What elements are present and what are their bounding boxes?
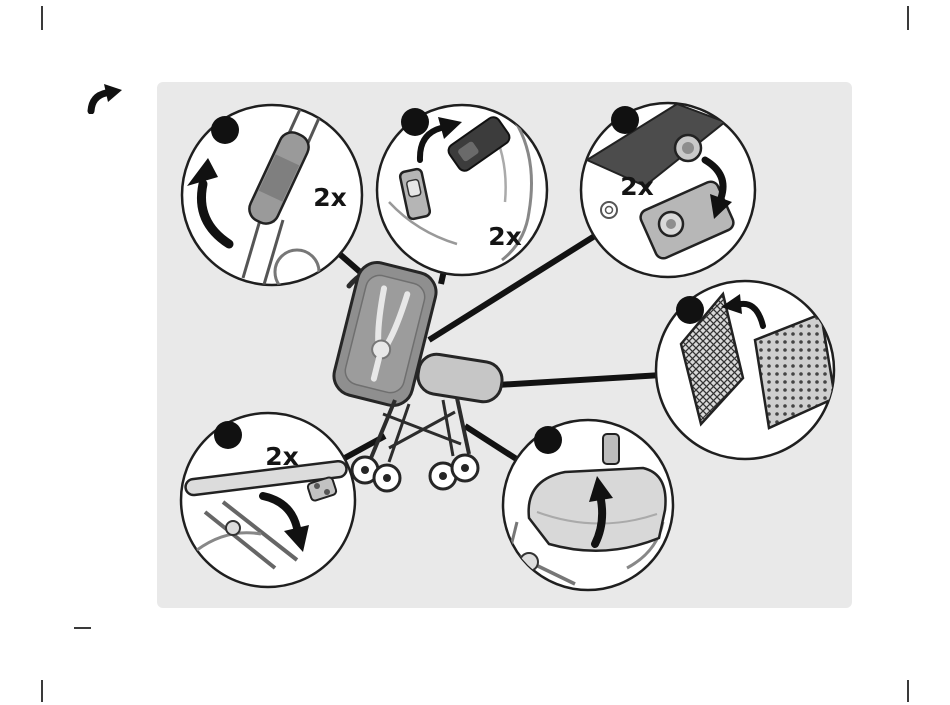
quantity-label: 2x	[265, 442, 299, 471]
mesh-strip	[679, 291, 745, 427]
callout-seat-pad	[501, 418, 675, 592]
step-marker-2	[401, 108, 429, 136]
grip-sleeve	[248, 131, 310, 225]
callout-velcro-patch	[654, 279, 836, 461]
crop-mark-bottom-right	[907, 680, 909, 702]
attach-arrow-icon	[416, 125, 444, 163]
step-marker-6	[534, 426, 562, 454]
crop-mark-left-dash	[74, 627, 91, 629]
handle-grip-illustration	[187, 105, 329, 285]
callout-push-button: 2x	[579, 101, 757, 279]
footrest-bar	[184, 459, 348, 497]
stroller-bumper	[416, 352, 504, 404]
insert-up-arrow-icon	[591, 496, 607, 548]
page-turn-icon	[87, 84, 122, 114]
step-marker-4	[676, 296, 704, 324]
stroller-wheels	[350, 453, 480, 493]
crop-mark-top-left	[41, 6, 43, 30]
quantity-label: 2x	[313, 183, 347, 212]
stroller-illustration	[332, 261, 504, 493]
diagram-panel: 2x	[157, 82, 852, 608]
instruction-diagram: 2x	[179, 101, 836, 592]
step-marker-3	[611, 106, 639, 134]
step-marker-5	[214, 421, 242, 449]
velcro-panel	[753, 312, 834, 430]
crop-mark-top-right	[907, 6, 909, 30]
stroller-frame	[369, 397, 471, 463]
callout-handle-grip: 2x	[180, 103, 364, 287]
stroller-backrest	[332, 261, 438, 407]
seat-pad	[527, 466, 667, 552]
step-marker-1	[211, 116, 239, 144]
clip-dark	[447, 116, 511, 172]
quantity-label: 2x	[488, 222, 522, 251]
fold-down-arrow-icon	[259, 492, 301, 532]
velcro-patch-illustration	[679, 291, 834, 430]
push-button-illustration	[584, 103, 735, 260]
footrest-bar-illustration	[184, 459, 348, 570]
crop-mark-bottom-left	[41, 680, 43, 702]
rotate-arrow-icon	[197, 179, 234, 249]
callout-harness-clip: 2x	[375, 103, 549, 277]
press-arrow-icon	[701, 156, 727, 202]
seat-strap	[602, 433, 620, 465]
clip-receiver	[398, 167, 432, 221]
quantity-label: 2x	[620, 172, 654, 201]
callout-footrest-bar: 2x	[179, 411, 357, 589]
attach-arrow-icon	[738, 300, 766, 329]
harness-clip-illustration	[388, 111, 533, 262]
